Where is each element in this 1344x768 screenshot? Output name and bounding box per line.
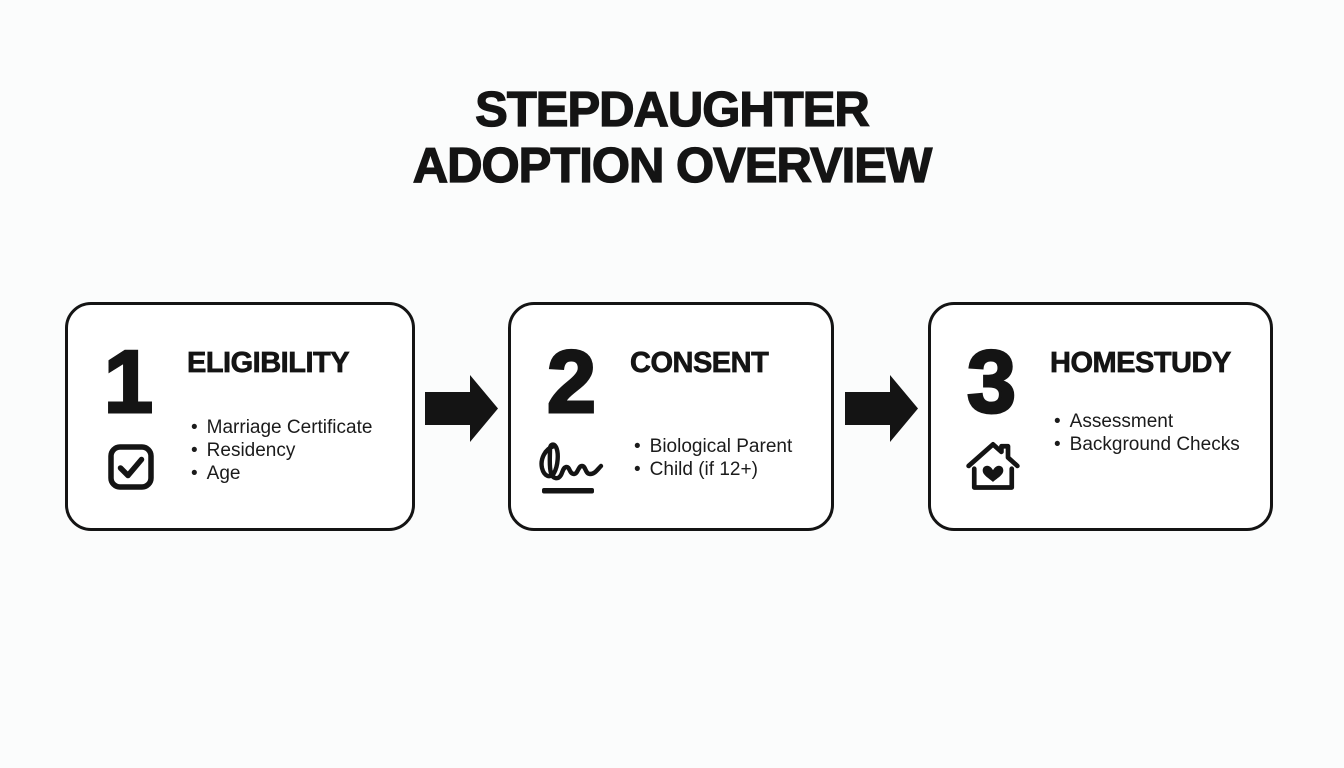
arrow-right-icon	[425, 375, 498, 442]
bullet-item: Residency	[191, 439, 372, 462]
step-card-eligibility: 1 ELIGIBILITY Marriage Certificate Resid…	[65, 302, 415, 531]
checkbox-checked-icon	[108, 444, 154, 495]
house-heart-icon	[963, 436, 1023, 499]
page-title-line-1: STEPDAUGHTER	[475, 82, 871, 137]
page-title: STEPDAUGHTER ADOPTION OVERVIEW	[0, 82, 1344, 194]
signature-icon	[537, 442, 613, 505]
bullet-list-eligibility: Marriage Certificate Residency Age	[191, 416, 373, 485]
arrow-right-icon	[845, 375, 918, 442]
step-heading-eligibility: ELIGIBILITY	[187, 347, 350, 380]
bullet-item: Assessment	[1054, 410, 1240, 433]
step-card-homestudy: 3 HOMESTUDY Assessment Background Checks	[928, 302, 1273, 531]
step-number-1: 1	[103, 332, 155, 431]
step-heading-homestudy: HOMESTUDY	[1050, 347, 1232, 380]
bullet-list-homestudy: Assessment Background Checks	[1054, 410, 1240, 456]
step-number-3: 3	[966, 332, 1018, 431]
step-heading-consent: CONSENT	[630, 347, 769, 380]
bullet-item: Child (if 12+)	[634, 458, 792, 481]
bullet-item: Biological Parent	[634, 435, 793, 458]
bullet-list-consent: Biological Parent Child (if 12+)	[634, 435, 793, 481]
bullet-item: Background Checks	[1054, 433, 1240, 456]
step-card-consent: 2 CONSENT Biological Parent Child (if 12…	[508, 302, 834, 531]
step-number-2: 2	[546, 332, 598, 431]
page-title-line-2: ADOPTION OVERVIEW	[412, 138, 933, 193]
bullet-item: Marriage Certificate	[191, 416, 373, 439]
bullet-item: Age	[191, 462, 372, 485]
